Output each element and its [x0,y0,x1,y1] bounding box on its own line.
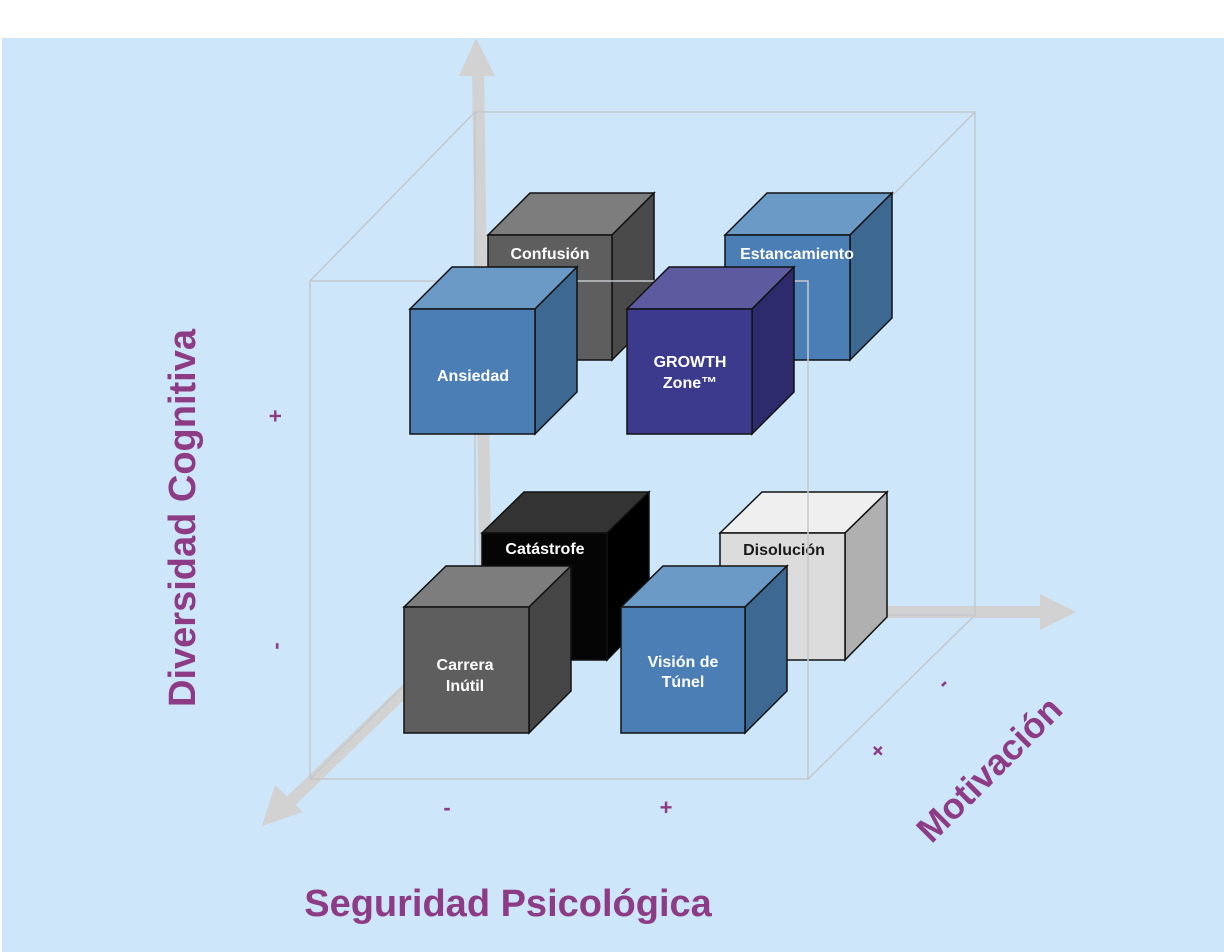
cube-label-carrera-line1: Carrera [437,657,494,674]
horizontal-minus-sign: - [443,795,450,820]
horizontal-axis-title: Seguridad Psicológica [304,883,712,925]
depth-arrow-head [262,785,303,826]
cube-label-growth-line1: GROWTH [654,354,727,371]
cube-growth-zone: GROWTH Zone™ [625,265,796,436]
cube-vision-de-tunel: Visión de Túnel [619,564,789,735]
vertical-arrow-head [459,38,495,76]
cube-carrera-inutil: Carrera Inútil [402,564,573,735]
cube-label-growth-line2: Zone™ [663,375,717,392]
cube-label-carrera-line2: Inútil [446,678,484,695]
cube-label-catastrofe: Catástrofe [505,541,584,558]
depth-minus-sign: - [931,671,954,694]
cube-label-vision-line1: Visión de [648,654,719,671]
cube-label-vision-line2: Túnel [662,674,705,691]
cube-label-ansiedad: Ansiedad [437,368,509,385]
cube-label-disolucion: Disolución [743,542,825,559]
cube-ansiedad: Ansiedad [408,265,579,436]
vertical-minus-sign: - [263,642,288,649]
depth-plus-sign: + [864,737,891,764]
cube-label-confusion: Confusión [510,246,589,263]
cube-label-estancamiento: Estancamiento [740,246,854,263]
horizontal-arrow-head [1040,594,1076,630]
horizontal-plus-sign: + [660,795,673,820]
depth-axis-title: Motivación [908,688,1070,850]
vertical-plus-sign: + [263,410,288,423]
vertical-axis-title: Diversidad Cognitiva [162,328,204,707]
